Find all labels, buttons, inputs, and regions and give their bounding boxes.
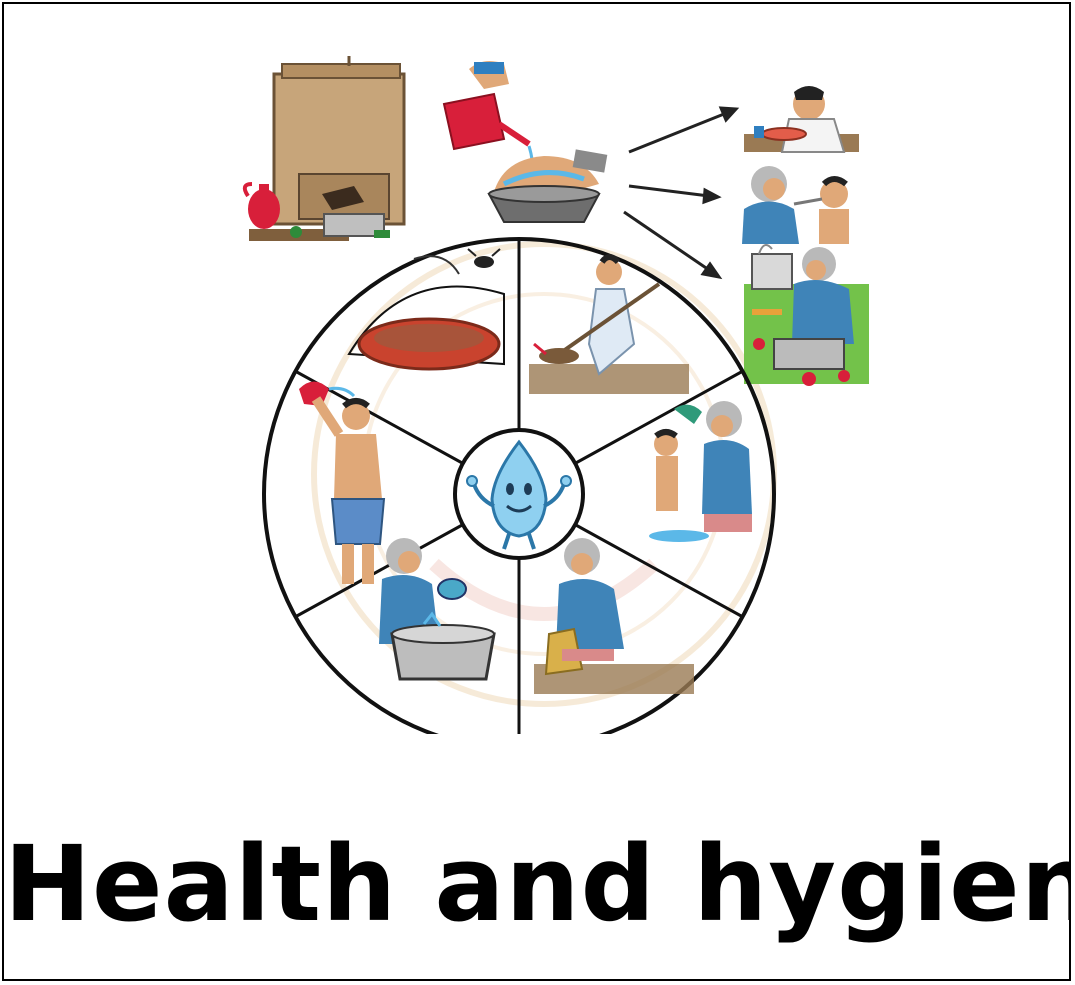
feeding-child-icon [742, 166, 849, 244]
water-drop-mascot-icon [466, 439, 572, 550]
bathing-man-icon [299, 381, 386, 584]
digging-waste-pit-icon [529, 254, 689, 394]
page-title: Health and hygiene [4, 823, 1071, 945]
latrine-icon [242, 56, 406, 241]
arrows [623, 106, 740, 280]
bathing-child-icon [649, 401, 752, 542]
washing-clothes-icon [534, 538, 694, 694]
pouring-jug-icon [442, 60, 535, 177]
hygiene-wheel-illustration [242, 56, 869, 734]
fly-icon [467, 248, 501, 268]
covered-food-icon [347, 248, 505, 371]
washing-dishes-icon [379, 538, 496, 681]
eating-icon [744, 86, 859, 153]
cooking-icon [744, 244, 869, 386]
hand-washing-basin-icon [487, 149, 608, 223]
